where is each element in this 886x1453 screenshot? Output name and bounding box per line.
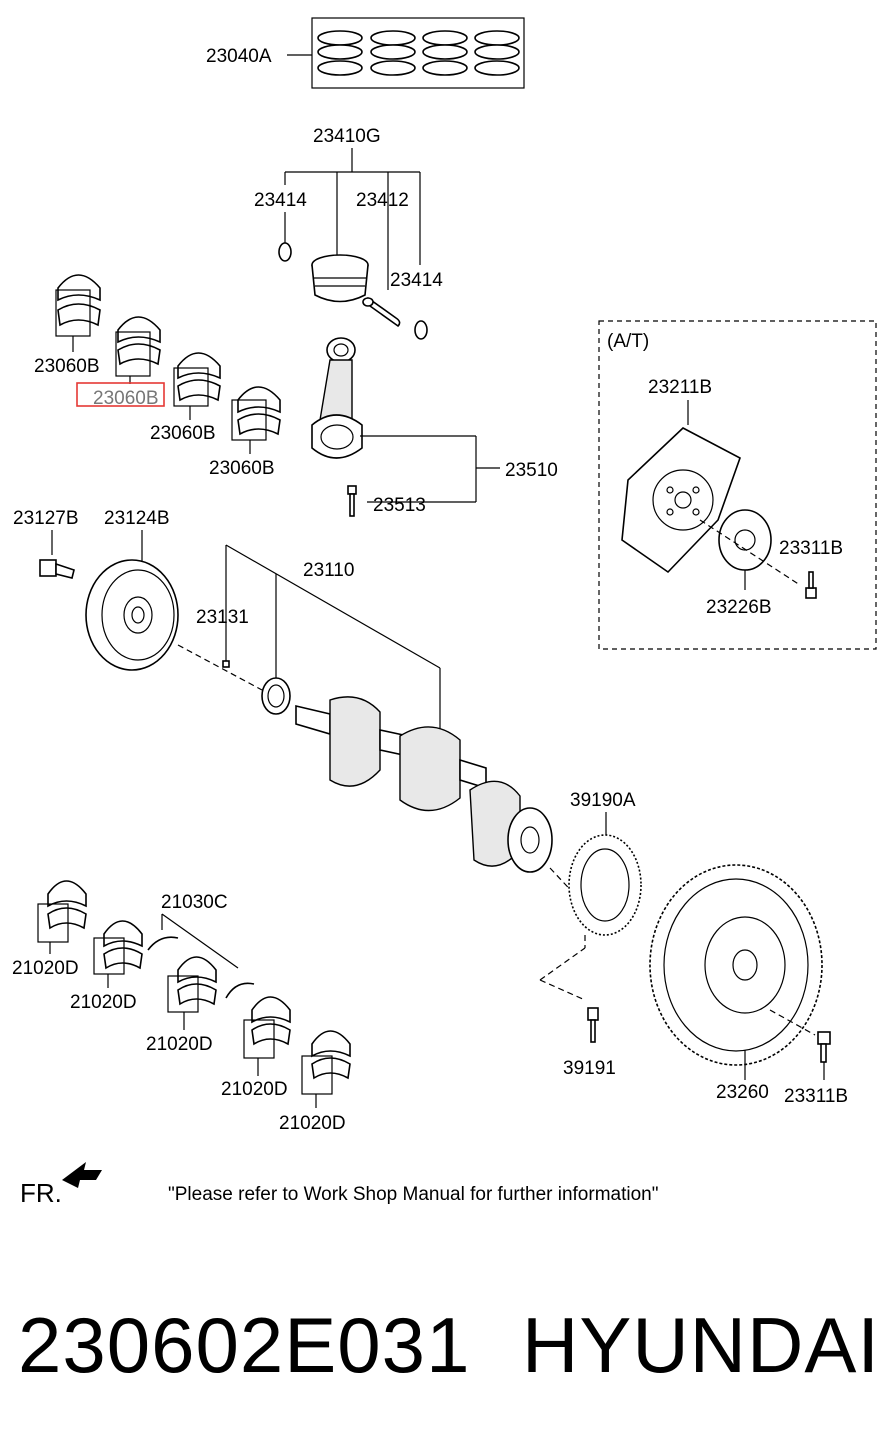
crank-sprocket[interactable] bbox=[261, 677, 291, 715]
at-section-box bbox=[598, 320, 877, 650]
damper-pulley[interactable] bbox=[85, 559, 179, 671]
rod-bearing-2[interactable] bbox=[115, 316, 161, 377]
snap-ring-left[interactable] bbox=[278, 242, 292, 262]
drive-plate[interactable] bbox=[621, 427, 741, 574]
pulley-bolt[interactable] bbox=[39, 559, 75, 579]
label-rod-bolt[interactable]: 23513 bbox=[373, 495, 426, 516]
label-main-bearing-3[interactable]: 21020D bbox=[146, 1034, 213, 1055]
label-rod-bearing-3[interactable]: 23060B bbox=[150, 423, 216, 444]
thrust-washer-lower[interactable] bbox=[225, 982, 255, 999]
main-bearing-1[interactable] bbox=[37, 880, 87, 943]
label-piston-ring-set[interactable]: 23040A bbox=[206, 46, 272, 67]
label-piston-assembly[interactable]: 23410G bbox=[313, 126, 381, 147]
piston-ring-set[interactable] bbox=[311, 17, 525, 89]
label-sensor-wheel-screw[interactable]: 39191 bbox=[563, 1058, 616, 1079]
label-thrust-washer[interactable]: 21030C bbox=[161, 892, 228, 913]
label-crankshaft[interactable]: 23110 bbox=[303, 560, 354, 581]
part-number-caption: 230602E031 bbox=[18, 1301, 471, 1389]
label-flywheel[interactable]: 23260 bbox=[716, 1082, 769, 1103]
label-drive-plate-bolt[interactable]: 23311B bbox=[779, 538, 843, 559]
label-rod-bearing-2-highlighted[interactable]: 23060B bbox=[93, 388, 159, 409]
label-drive-plate[interactable]: 23211B bbox=[648, 377, 712, 398]
label-piston-pin[interactable]: 23412 bbox=[356, 190, 409, 211]
label-damper-pulley[interactable]: 23124B bbox=[104, 508, 170, 529]
label-main-bearing-5[interactable]: 21020D bbox=[279, 1113, 346, 1134]
workshop-manual-note: "Please refer to Work Shop Manual for fu… bbox=[168, 1184, 659, 1205]
at-section-title: (A/T) bbox=[607, 331, 649, 352]
drive-plate-bolt[interactable] bbox=[805, 571, 817, 599]
label-snap-ring-right[interactable]: 23414 bbox=[390, 270, 443, 291]
sensor-wheel[interactable] bbox=[568, 834, 642, 936]
woodruff-key[interactable] bbox=[222, 660, 230, 668]
connecting-rod[interactable] bbox=[311, 337, 363, 459]
rod-bearing-4[interactable] bbox=[231, 386, 281, 441]
label-flywheel-bolt[interactable]: 23311B bbox=[784, 1086, 848, 1107]
snap-ring-right[interactable] bbox=[414, 320, 428, 340]
main-bearing-3[interactable] bbox=[167, 956, 217, 1013]
label-adapter-plate[interactable]: 23226B bbox=[706, 597, 772, 618]
rod-bearing-1[interactable] bbox=[55, 274, 101, 337]
front-arrow-icon bbox=[62, 1162, 102, 1188]
highlight-box bbox=[76, 382, 165, 407]
flywheel[interactable] bbox=[649, 864, 823, 1066]
label-sensor-wheel[interactable]: 39190A bbox=[570, 790, 636, 811]
label-main-bearing-1[interactable]: 21020D bbox=[12, 958, 79, 979]
main-bearing-2[interactable] bbox=[93, 920, 143, 975]
main-bearing-4[interactable] bbox=[243, 996, 291, 1059]
crankshaft[interactable] bbox=[295, 696, 553, 873]
sensor-wheel-screw[interactable] bbox=[587, 1007, 599, 1043]
thrust-washer-upper[interactable] bbox=[147, 936, 179, 951]
piston[interactable] bbox=[311, 254, 369, 303]
label-rod-bearing-4[interactable]: 23060B bbox=[209, 458, 275, 479]
piston-pin[interactable] bbox=[362, 296, 401, 328]
rod-bolt[interactable] bbox=[347, 485, 357, 517]
label-main-bearing-2[interactable]: 21020D bbox=[70, 992, 137, 1013]
label-rod-bearing-1[interactable]: 23060B bbox=[34, 356, 100, 377]
rod-bearing-3[interactable] bbox=[173, 352, 221, 407]
flywheel-bolt[interactable] bbox=[817, 1031, 831, 1063]
label-pulley-bolt[interactable]: 23127B bbox=[13, 508, 79, 529]
label-main-bearing-4[interactable]: 21020D bbox=[221, 1079, 288, 1100]
label-connecting-rod[interactable]: 23510 bbox=[505, 460, 558, 481]
front-direction-label: FR. bbox=[20, 1178, 62, 1208]
brand-caption: HYUNDAI bbox=[522, 1301, 881, 1389]
label-snap-ring-left[interactable]: 23414 bbox=[254, 190, 307, 211]
label-woodruff-key[interactable]: 23131 bbox=[196, 607, 249, 628]
main-bearing-5[interactable] bbox=[301, 1030, 351, 1095]
